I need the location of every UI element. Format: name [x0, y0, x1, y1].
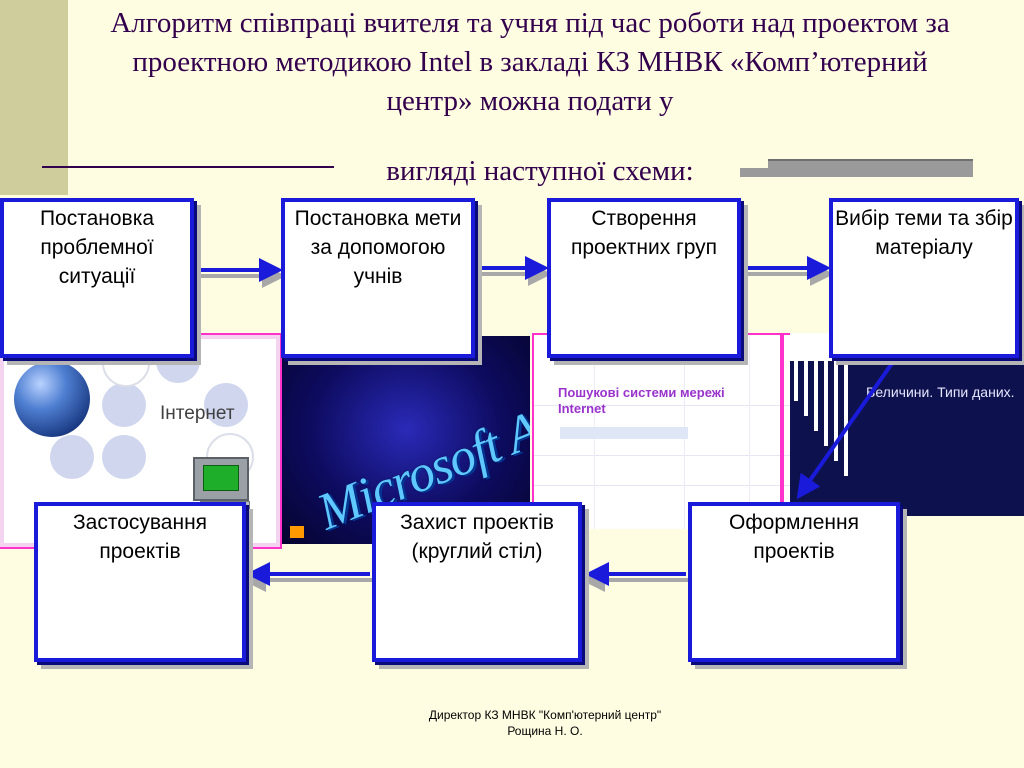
- title-rule-left: [42, 166, 334, 168]
- title-rule-right: [768, 159, 973, 168]
- step-label: Оформлення проектів: [729, 511, 859, 563]
- step-box-group-creation: Створення проектних груп: [547, 198, 741, 358]
- circle-icon: [102, 435, 146, 479]
- decorative-side-strip: [0, 0, 68, 195]
- arrow-step4-to-step5: [796, 360, 895, 500]
- step-box-project-defense: Захист проектів (круглий стіл): [372, 502, 582, 662]
- footer-line-2: Рощина Н. О.: [507, 724, 583, 738]
- step-label: Постановка мети за допомогою учнів: [294, 207, 462, 288]
- step-label: Створення проектних груп: [570, 207, 718, 259]
- step-box-project-application: Застосування проектів: [34, 502, 246, 662]
- step-label: Постановка проблемної ситуації: [39, 207, 155, 288]
- step-label: Вибір теми та збір матеріалу: [835, 207, 1013, 259]
- search-engines-title: Пошукові системи мережі Internet: [558, 385, 725, 416]
- play-icon: [290, 526, 304, 538]
- step-box-problem-situation: Постановка проблемної ситуації: [0, 198, 194, 358]
- step-label: Захист проектів (круглий стіл): [400, 511, 554, 563]
- computer-icon: [193, 457, 249, 501]
- circle-icon: [204, 383, 248, 427]
- search-engines-screenshot: Пошукові системи мережі Internet: [532, 333, 792, 529]
- step-box-goal-setting: Постановка мети за допомогою учнів: [281, 198, 475, 358]
- step-box-project-formatting: Оформлення проектів: [688, 502, 900, 662]
- footer-line-1: Директор КЗ МНВК "Комп'ютерний центр": [428, 708, 662, 722]
- data-types-text: Величини. Типи даних.: [866, 384, 1015, 400]
- step-label: Застосування проектів: [72, 511, 208, 563]
- globe-icon: [14, 361, 90, 437]
- title-rule-right-shadow: [740, 168, 973, 177]
- data-types-screenshot: Величини. Типи даних.: [790, 333, 1024, 516]
- step-box-topic-selection: Вибір теми та збір матеріалу: [829, 198, 1019, 358]
- internet-label: Інтернет: [160, 403, 235, 424]
- slide-title: Алгоритм співпраці вчителя та учня під ч…: [110, 7, 950, 117]
- circle-icon: [50, 435, 94, 479]
- footer-credit: Директор КЗ МНВК "Комп'ютерний центр" Ро…: [360, 707, 730, 739]
- circle-icon: [102, 383, 146, 427]
- slide-subtitle: вигляді наступної схеми:: [386, 155, 694, 187]
